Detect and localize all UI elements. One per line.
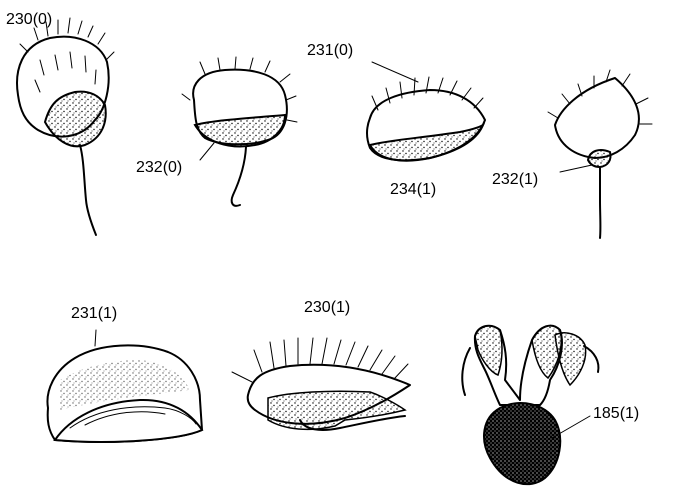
label-231-0: 231(0) <box>307 42 353 59</box>
label-234-1: 234(1) <box>390 181 436 198</box>
structure-231-1 <box>47 345 202 442</box>
structure-232-1 <box>548 70 652 238</box>
label-232-1: 232(1) <box>492 171 538 188</box>
leader-232-1 <box>560 165 592 172</box>
label-231-1: 231(1) <box>71 305 117 322</box>
leader-231-0 <box>372 62 418 82</box>
label-230-1: 230(1) <box>304 299 350 316</box>
label-232-0: 232(0) <box>136 159 182 176</box>
leader-231-1 <box>95 330 96 346</box>
label-185-1: 185(1) <box>593 405 639 422</box>
leader-232-0 <box>200 143 214 160</box>
label-230-0: 230(0) <box>6 11 52 28</box>
structure-232-0 <box>182 57 297 206</box>
structure-230-1 <box>232 338 410 430</box>
structure-234-1 <box>367 77 485 161</box>
structure-185-1 <box>462 326 598 484</box>
structure-230-0 <box>17 18 114 235</box>
